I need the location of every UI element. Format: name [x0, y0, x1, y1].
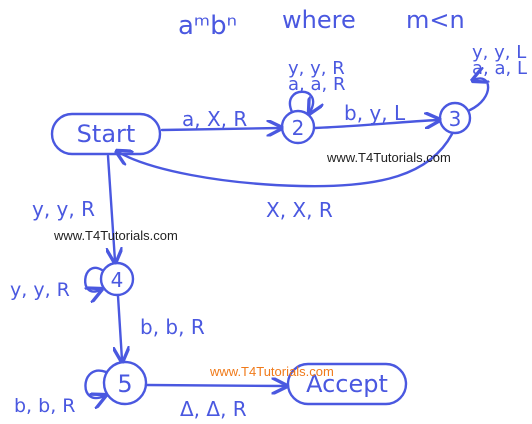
- loop-4-arrow: [84, 266, 102, 292]
- loop-5-arrow: [84, 369, 106, 398]
- edge-3-to-start: [118, 132, 454, 188]
- edge-2-to-3: [313, 120, 438, 130]
- label-loop4: y, y, R: [10, 279, 70, 301]
- label-loop3-top: y, y, L: [472, 42, 526, 63]
- title-where: where: [282, 6, 356, 34]
- label-3-to-start: X, X, R: [266, 198, 333, 222]
- edge-start-to-4: [108, 154, 115, 261]
- edge-4-to-5: [118, 294, 122, 360]
- label-loop2-top: y, y, R: [288, 58, 345, 79]
- state-5-label: 5: [117, 370, 132, 398]
- label-4-to-5: b, b, R: [140, 315, 205, 339]
- edge-start-to-2: [160, 128, 280, 130]
- state-2-label: 2: [292, 116, 305, 140]
- label-loop2-bottom: a, a, R: [288, 74, 345, 95]
- state-3-label: 3: [449, 107, 462, 131]
- loop-2-arrow: [288, 90, 313, 112]
- edge-5-to-accept: [145, 385, 285, 386]
- label-5-to-accept: Δ, Δ, R: [180, 397, 247, 421]
- label-loop3-bottom: a, a, L: [472, 58, 527, 79]
- loop-3-arrow: [470, 78, 488, 112]
- title-condition: m<n: [406, 6, 465, 34]
- label-start-to-2: a, X, R: [182, 107, 247, 131]
- state-4-label: 4: [111, 268, 124, 292]
- watermark-3: www.T4Tutorials.com: [209, 364, 334, 379]
- title-expression: aᵐbⁿ: [178, 11, 237, 41]
- label-loop5: b, b, R: [14, 395, 75, 417]
- state-start-label: Start: [77, 120, 136, 148]
- watermark-1: www.T4Tutorials.com: [326, 150, 451, 165]
- state-start-shape: [50, 112, 162, 156]
- watermark-2: www.T4Tutorials.com: [53, 228, 178, 243]
- label-2-to-3: b, y, L: [344, 101, 406, 125]
- label-start-to-4: y, y, R: [32, 197, 95, 221]
- state-accept-label: Accept: [306, 370, 388, 398]
